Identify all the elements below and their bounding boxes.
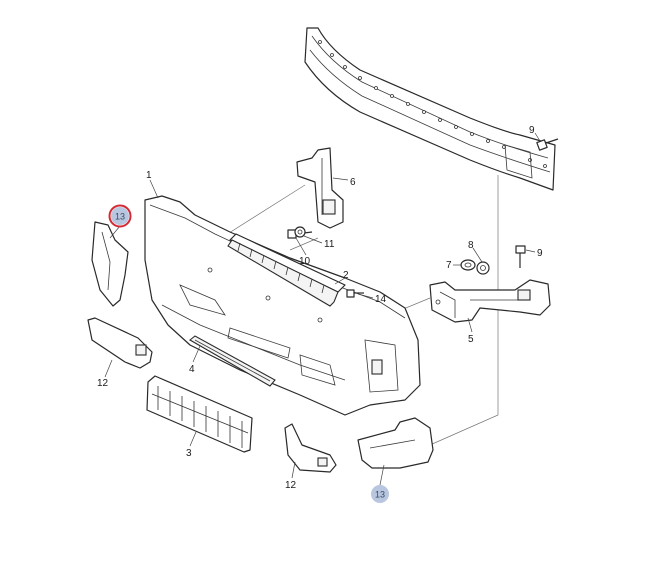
callout-9-upper: 9	[529, 125, 535, 136]
lower-grille-3	[146, 375, 253, 453]
callout-5: 5	[468, 334, 474, 345]
callout-14: 14	[375, 294, 387, 305]
bolt-9-upper	[536, 138, 559, 151]
callout-2: 2	[343, 270, 349, 281]
leader-lines	[104, 132, 541, 486]
callout-11: 11	[324, 239, 335, 250]
bumper-cover-1	[144, 195, 421, 416]
bolt-9-lower	[515, 245, 526, 268]
grille-2-bars	[237, 242, 325, 294]
callout-13-highlighted-blue[interactable]: 13	[371, 485, 389, 503]
grille-2	[227, 233, 346, 307]
side-trim-12-left	[87, 317, 153, 369]
end-cap-13-left	[91, 221, 129, 307]
callout-10: 10	[299, 256, 311, 267]
grille-3-bars	[151, 386, 249, 448]
nut-11	[294, 226, 306, 238]
callout-6: 6	[350, 177, 356, 188]
callout-13-left-label: 13	[115, 212, 125, 222]
nut-8	[476, 261, 490, 275]
callout-7: 7	[446, 260, 452, 271]
trim-strip-4	[189, 335, 276, 387]
callout-1: 1	[146, 170, 152, 181]
callout-12-right: 12	[285, 480, 297, 491]
beam-holes	[318, 40, 547, 168]
side-trim-12-right	[284, 423, 337, 473]
bracket-6	[296, 147, 344, 229]
washer-7	[460, 259, 476, 271]
reinforcement-beam	[304, 27, 556, 191]
end-cap-13-right	[357, 417, 434, 469]
screw-14	[346, 289, 364, 298]
callout-13-right-label: 13	[375, 490, 385, 500]
callout-labels: 1 2 3 4 5 6 7 8 9 9 10 11 12 12 14	[97, 125, 543, 491]
callout-4: 4	[189, 364, 195, 375]
callout-8: 8	[468, 240, 474, 251]
callout-12-left: 12	[97, 378, 109, 389]
callout-13-highlighted-red[interactable]: 13	[108, 204, 132, 228]
callout-9-lower: 9	[537, 248, 543, 259]
mounting-bracket-5	[429, 279, 551, 323]
callout-3: 3	[186, 448, 192, 459]
